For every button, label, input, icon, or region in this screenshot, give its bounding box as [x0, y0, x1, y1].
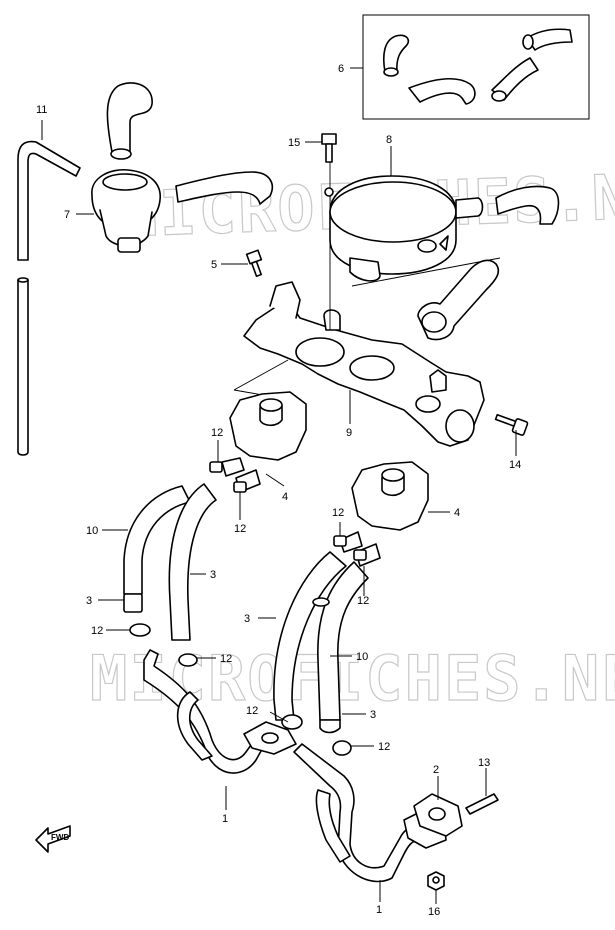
label-3-a: 3	[210, 569, 216, 581]
clamps-12	[129, 461, 367, 756]
label-3-c: 3	[244, 613, 250, 625]
label-12-c: 12	[91, 625, 103, 637]
label-8: 8	[386, 134, 392, 146]
assembly-leader-lines	[233, 160, 501, 401]
part-6-hose-kit	[362, 14, 590, 120]
label-16: 16	[428, 906, 440, 918]
label-4-b: 4	[454, 507, 460, 519]
fwd-arrow-icon: FWD	[35, 825, 71, 853]
label-9: 9	[346, 427, 352, 439]
label-3-b: 3	[86, 595, 92, 607]
part-13-stud	[465, 793, 499, 815]
label-12-f: 12	[357, 595, 369, 607]
part-11-hose	[17, 140, 81, 456]
part-14-bolt	[494, 413, 529, 436]
label-11: 11	[36, 104, 47, 116]
hoses-left-pair	[123, 483, 217, 641]
label-12-b: 12	[234, 523, 246, 535]
label-10-a: 10	[86, 525, 98, 537]
part-labels: 11 7 15 8 6 5 9 14 12 12 4 10 3 3 12 12 …	[36, 63, 521, 918]
hose-8-elbow-end	[421, 311, 447, 333]
label-12-d: 12	[220, 653, 232, 665]
part-2-gasket	[413, 793, 463, 837]
part-7-reed-valve	[91, 82, 161, 253]
hose-7-8	[175, 171, 274, 205]
label-12-h: 12	[378, 741, 390, 753]
part-9-bracket	[243, 281, 485, 447]
hose-8-right	[495, 185, 560, 225]
part-15-bolt	[321, 133, 337, 197]
part-5-bolt	[245, 249, 263, 278]
part-1-pipe-right	[293, 743, 447, 883]
label-10-b: 10	[356, 651, 368, 663]
label-7: 7	[64, 209, 70, 221]
label-13: 13	[478, 757, 490, 769]
label-4-a: 4	[282, 491, 288, 503]
label-5: 5	[211, 259, 217, 271]
leader-lines	[41, 67, 517, 904]
part-1-pipe-left	[143, 649, 297, 774]
part-4-valve-lower	[339, 461, 429, 567]
label-2: 2	[433, 764, 439, 776]
label-1-b: 1	[376, 904, 382, 916]
part-4-valve-upper	[221, 391, 307, 493]
label-14: 14	[509, 459, 521, 471]
label-3-d: 3	[370, 709, 376, 721]
label-12-a: 12	[211, 427, 223, 439]
label-12-e: 12	[332, 507, 344, 519]
part-16-nut	[427, 871, 445, 891]
label-1-a: 1	[222, 813, 228, 825]
label-6: 6	[338, 63, 344, 75]
label-15: 15	[288, 137, 300, 149]
label-12-g: 12	[246, 705, 258, 717]
fwd-label: FWD	[51, 833, 69, 842]
